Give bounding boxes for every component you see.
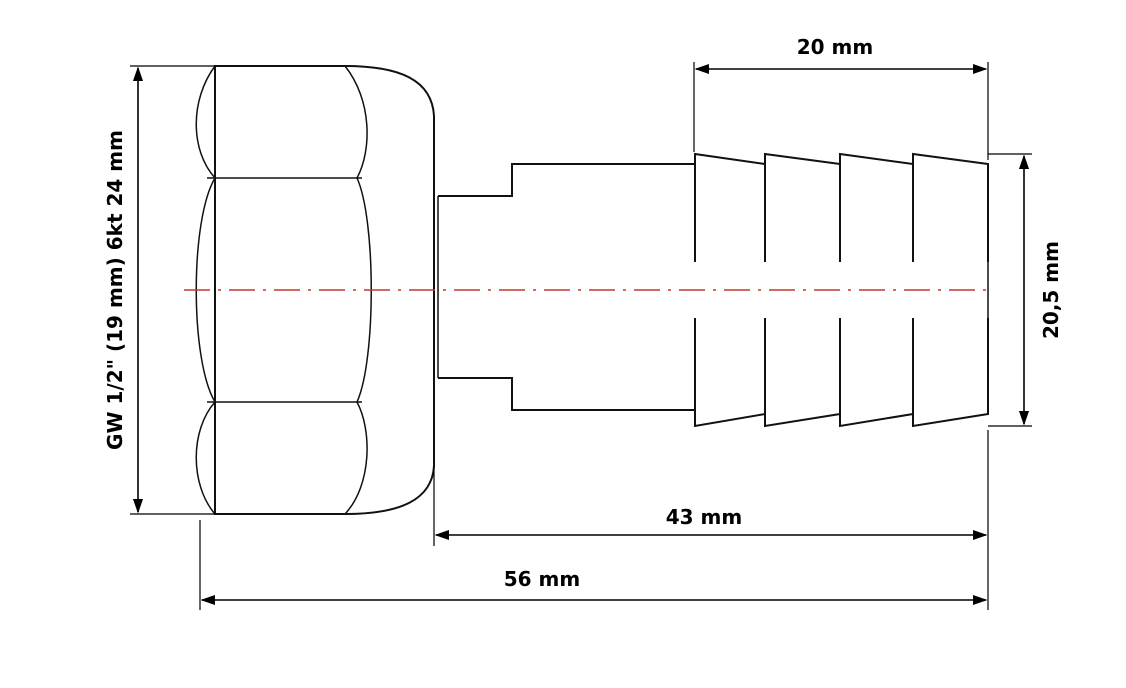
barb-length-label: 20 mm [797,35,873,59]
dimension-total-length [199,520,989,610]
dimension-body-length [433,430,989,546]
total-length-label: 56 mm [504,567,580,591]
dimension-thread-spec [130,65,215,515]
barb-diameter-label: 20,5 mm [1039,241,1063,339]
dimension-barb-diameter [988,153,1032,427]
thread-spec-label: GW 1/2" (19 mm) 6kt 24 mm [103,130,127,450]
dimension-barb-length [693,62,989,160]
body-length-label: 43 mm [666,505,742,529]
fitting-stem [437,163,695,411]
